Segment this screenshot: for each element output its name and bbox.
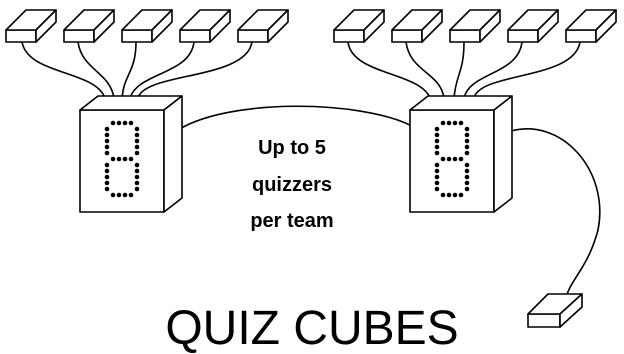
right-team-pads	[333, 9, 617, 43]
spare-buzzer-pad	[527, 293, 583, 328]
led-dot	[104, 132, 110, 138]
led-dot	[434, 162, 440, 168]
led-dot	[434, 126, 440, 132]
led-dot	[134, 168, 140, 174]
led-dot	[434, 144, 440, 150]
led-dot	[446, 156, 452, 162]
led-dot	[134, 162, 140, 168]
spare-pad-cable	[507, 128, 601, 299]
buzzer-pad	[179, 9, 231, 43]
led-dot	[104, 138, 110, 144]
buzzer-pad	[391, 9, 443, 43]
led-dot	[434, 168, 440, 174]
led-dot	[452, 156, 458, 162]
seven-segment-digit	[104, 120, 140, 198]
caption-line-2: quizzers	[252, 174, 332, 196]
led-dot	[134, 132, 140, 138]
page-title: QUIZ CUBES	[165, 302, 458, 354]
buzzer-pad	[565, 9, 617, 43]
led-dot	[110, 156, 116, 162]
led-dot	[104, 126, 110, 132]
caption-line-1: Up to 5	[258, 137, 326, 159]
led-dot	[134, 138, 140, 144]
caption-line-3: per team	[250, 210, 333, 232]
led-dot	[434, 150, 440, 156]
right-display-cube	[409, 95, 513, 213]
led-dot	[104, 174, 110, 180]
led-dot	[464, 180, 470, 186]
led-dot	[110, 120, 116, 126]
led-dot	[464, 132, 470, 138]
led-dot	[116, 192, 122, 198]
right-team-cables	[347, 41, 581, 99]
led-dot	[452, 192, 458, 198]
buzzer-pad	[121, 9, 173, 43]
buzzer-pad	[333, 9, 385, 43]
led-dot	[134, 186, 140, 192]
led-dot	[440, 192, 446, 198]
led-dot	[128, 156, 134, 162]
led-dot	[464, 126, 470, 132]
led-dot	[464, 174, 470, 180]
led-dot	[104, 162, 110, 168]
buzzer-pad	[507, 9, 559, 43]
seven-segment-digit	[434, 120, 470, 198]
led-dot	[128, 192, 134, 198]
led-dot	[452, 120, 458, 126]
led-dot	[104, 150, 110, 156]
led-dot	[134, 126, 140, 132]
led-dot	[122, 156, 128, 162]
left-team-pads	[5, 9, 289, 43]
led-dot	[104, 144, 110, 150]
led-dot	[440, 120, 446, 126]
led-dot	[116, 156, 122, 162]
led-dot	[464, 144, 470, 150]
led-dot	[464, 150, 470, 156]
led-dot	[134, 150, 140, 156]
buzzer-pad	[5, 9, 57, 43]
buzzer-pad	[63, 9, 115, 43]
led-dot	[122, 120, 128, 126]
left-team-cables	[21, 41, 253, 99]
led-dot	[434, 180, 440, 186]
led-dot	[434, 138, 440, 144]
led-dot	[104, 180, 110, 186]
left-display-cube	[79, 95, 183, 213]
led-dot	[134, 174, 140, 180]
led-dot	[446, 192, 452, 198]
led-dot	[110, 192, 116, 198]
led-dot	[122, 192, 128, 198]
led-dot	[440, 156, 446, 162]
led-dot	[446, 120, 452, 126]
led-dot	[128, 120, 134, 126]
led-dot	[464, 168, 470, 174]
led-dot	[464, 186, 470, 192]
led-dot	[458, 120, 464, 126]
led-dot	[434, 186, 440, 192]
led-dot	[134, 180, 140, 186]
led-dot	[104, 186, 110, 192]
led-dot	[458, 192, 464, 198]
led-dot	[434, 174, 440, 180]
led-dot	[104, 168, 110, 174]
led-dot	[134, 144, 140, 150]
led-dot	[116, 120, 122, 126]
buzzer-pad	[449, 9, 501, 43]
led-dot	[464, 138, 470, 144]
led-dot	[434, 132, 440, 138]
buzzer-pad	[237, 9, 289, 43]
led-dot	[458, 156, 464, 162]
led-dot	[464, 162, 470, 168]
display-link-cable	[177, 105, 413, 131]
